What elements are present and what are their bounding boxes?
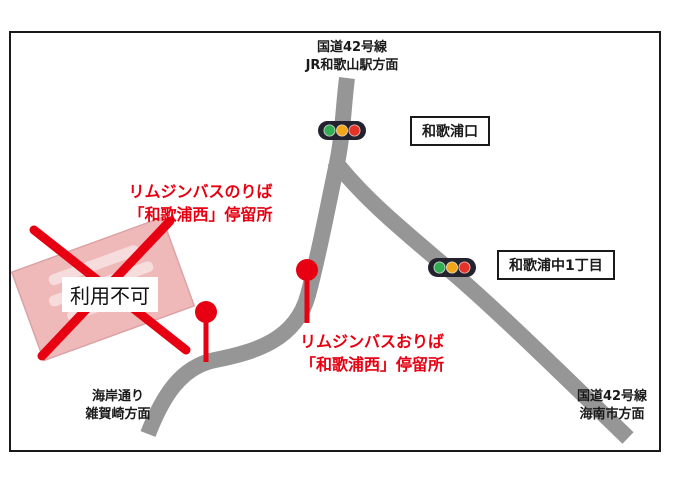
bottom-left-road-label-line1: 海岸通り xyxy=(91,389,144,404)
alighting-stop-label: リムジンバスおりば 「和歌浦西」停留所 xyxy=(268,330,476,376)
bottom-right-road-label: 国道42号線 海南市方面 xyxy=(556,388,668,424)
bus-stop-marker-alighting xyxy=(296,259,318,323)
traffic-light-icon xyxy=(428,258,476,277)
bottom-left-road-label-line2: 雑賀崎方面 xyxy=(85,407,151,423)
top-road-label: 国道42号線 JR和歌山駅方面 xyxy=(247,39,457,75)
boarding-stop-label-line1: リムジンバスのりば xyxy=(128,182,273,201)
unavailable-label: 利用不可 xyxy=(62,277,158,312)
alighting-stop-label-line1: リムジンバスおりば xyxy=(299,332,444,351)
bus-stop-marker-boarding xyxy=(195,301,217,362)
signal-green-lamp xyxy=(323,124,336,137)
boarding-stop-label: リムジンバスのりば 「和歌浦西」停留所 xyxy=(98,180,303,226)
bottom-left-road-label: 海岸通り 雑賀崎方面 xyxy=(62,388,174,424)
signal-yellow-lamp xyxy=(335,124,348,137)
top-road-label-line2: JR和歌山駅方面 xyxy=(305,58,399,74)
marker-dot xyxy=(296,259,318,281)
intersection-label-wakauraguchi: 和歌浦口 xyxy=(410,116,490,146)
traffic-light-icon xyxy=(318,121,366,140)
road-route42-main xyxy=(140,77,355,437)
signal-yellow-lamp xyxy=(445,261,458,274)
bottom-right-road-label-line1: 国道42号線 xyxy=(576,389,648,404)
signal-red-lamp xyxy=(348,124,361,137)
ghost-text-line xyxy=(48,245,139,286)
signal-red-lamp xyxy=(458,261,471,274)
bottom-right-road-label-line2: 海南市方面 xyxy=(579,407,645,423)
alighting-stop-label-line2: 「和歌浦西」停留所 xyxy=(299,355,444,375)
boarding-stop-label-line2: 「和歌浦西」停留所 xyxy=(128,205,273,225)
marker-dot xyxy=(195,301,217,323)
top-road-label-line1: 国道42号線 xyxy=(316,40,388,55)
signal-green-lamp xyxy=(433,261,446,274)
intersection-label-wakaura-naka-1chome: 和歌浦中1丁目 xyxy=(497,250,615,280)
